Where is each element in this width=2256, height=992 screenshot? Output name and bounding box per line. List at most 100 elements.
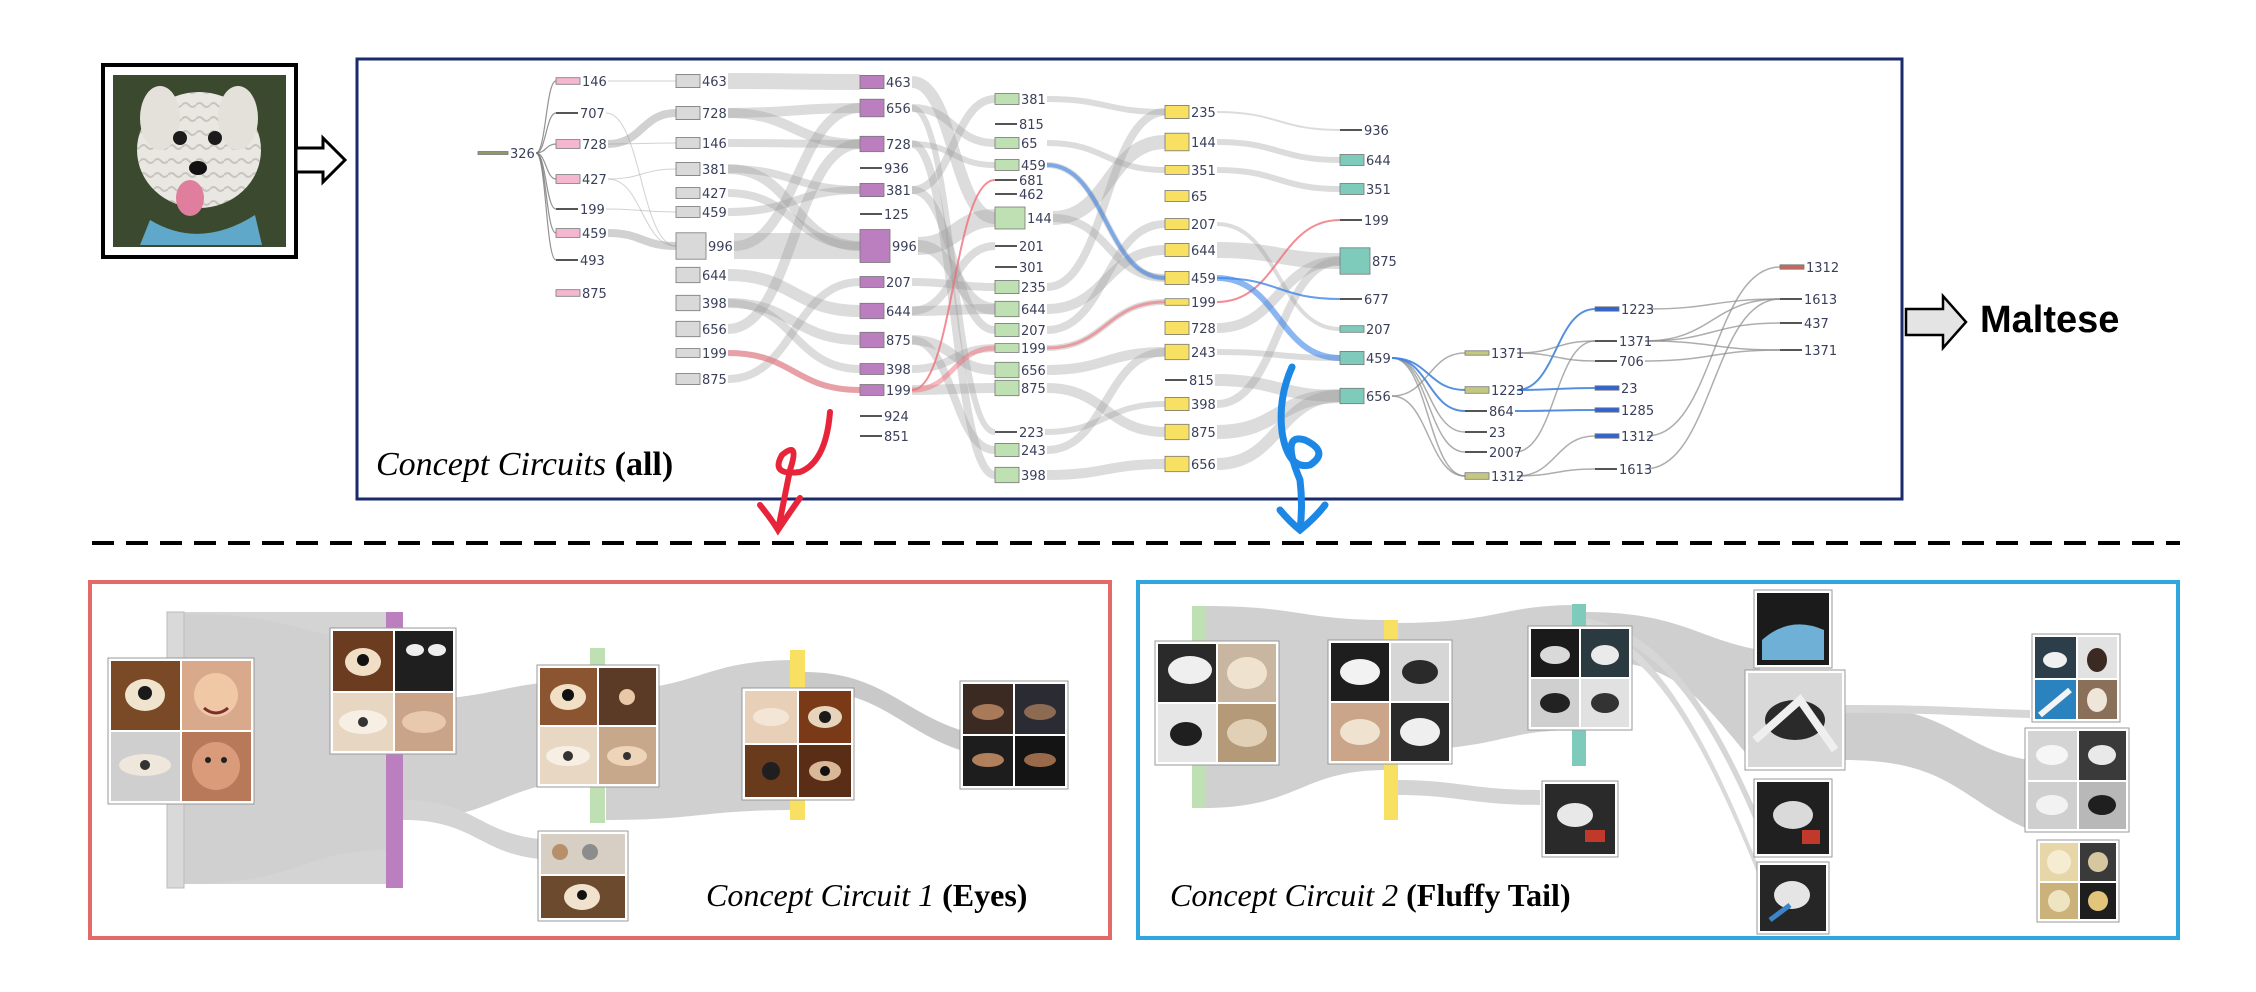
flow-link: [1216, 219, 1341, 303]
flow-link: [911, 105, 996, 435]
concept-node: [555, 289, 581, 297]
concept-node-label: 199: [1191, 296, 1216, 311]
concept-node-label: 936: [1364, 124, 1389, 139]
concept-node: [675, 137, 701, 149]
concept-node-label: 199: [1364, 214, 1389, 229]
concept-node: [994, 361, 1020, 379]
flow-links: [535, 73, 1781, 480]
concept-node: [1164, 423, 1190, 441]
flow-link: [1516, 435, 1596, 477]
concept-node: [859, 98, 885, 118]
concept-node-label: 875: [1372, 255, 1397, 270]
concept-node: [1595, 360, 1617, 362]
concept-node: [1340, 219, 1362, 221]
concept-node: [1339, 154, 1365, 166]
concept-node-label: 23: [1621, 382, 1638, 397]
concept-node: [860, 167, 882, 169]
concept-nodes: 3261467077284271994594938754637281463814…: [477, 74, 1839, 485]
concept-node-label: 864: [1489, 405, 1514, 420]
concept-node: [859, 384, 885, 396]
flow-link: [1046, 220, 1166, 334]
concept-node: [675, 187, 701, 199]
concept-circuit-1-panel: Concept Circuit 1 (Eyes): [88, 580, 1112, 940]
flow-link: [911, 242, 996, 315]
concept-node-label: 462: [1019, 188, 1044, 203]
concept-node: [1164, 105, 1190, 120]
flow-link: [911, 95, 996, 194]
flow-link: [535, 143, 557, 154]
flow-link: [727, 269, 861, 317]
concept-node: [859, 363, 885, 375]
input-arrow-icon: [294, 134, 348, 186]
concept-node: [556, 208, 578, 210]
concept-node-label: 728: [886, 138, 911, 153]
concept-node: [556, 112, 578, 114]
concept-node: [1164, 270, 1190, 285]
concept-node: [675, 294, 701, 312]
flow-link: [1052, 135, 1166, 225]
concept-node-label: 936: [884, 162, 909, 177]
concept-node-label: 728: [1191, 322, 1216, 337]
flow-link: [1216, 257, 1341, 408]
flow-link: [1216, 111, 1341, 131]
concept-node: [1464, 472, 1490, 480]
concept-node: [1339, 183, 1365, 195]
concept-node: [1595, 340, 1617, 342]
concept-node-label: 644: [1366, 154, 1391, 169]
concept-node-label: 875: [1191, 426, 1216, 441]
flow-link: [535, 112, 557, 154]
flow-link: [1646, 266, 1781, 437]
concept-node-label: 326: [510, 147, 535, 162]
flow-link: [727, 73, 861, 90]
red-callout-mark: [757, 409, 833, 536]
concept-node-label: 1371: [1619, 335, 1652, 350]
circuit-2-example-images: [1154, 589, 2130, 935]
concept-node-label: 996: [892, 240, 917, 255]
flow-link: [1046, 245, 1166, 314]
concept-node: [1780, 298, 1802, 300]
flow-link: [605, 112, 677, 247]
title-rest: (all): [606, 446, 673, 483]
concept-node-label: 875: [886, 334, 911, 349]
flow-link: [1216, 277, 1341, 300]
flow-link: [727, 189, 861, 250]
flow-link: [1216, 256, 1341, 333]
concept-node-label: 146: [582, 75, 607, 90]
concept-node-label: 1613: [1619, 463, 1652, 478]
concept-node-label: 459: [1191, 272, 1216, 287]
concept-node: [675, 373, 701, 385]
flow-link: [727, 278, 861, 383]
output-label: Maltese: [1980, 299, 2119, 341]
concept-node: [1780, 322, 1802, 324]
concept-node-label: 398: [702, 297, 727, 312]
concept-node: [995, 179, 1017, 181]
concept-node-label: 1312: [1491, 470, 1524, 485]
concept-node-label: 924: [884, 410, 909, 425]
flow-link: [1046, 140, 1166, 173]
concept-node: [994, 343, 1020, 353]
concept-node: [994, 300, 1020, 318]
flow-link: [1644, 322, 1781, 342]
concept-node-label: 706: [1619, 355, 1644, 370]
concept-node-label: 459: [582, 227, 607, 242]
input-image: [101, 63, 298, 259]
concept-node-label: 459: [702, 206, 727, 221]
concept-node: [994, 466, 1020, 484]
flow-link: [535, 152, 557, 261]
concept-node: [859, 302, 885, 320]
concept-node: [1164, 298, 1190, 306]
concept-node-label: 851: [884, 430, 909, 445]
concept-node-label: 644: [702, 269, 727, 284]
concept-node: [859, 182, 885, 197]
concept-node: [1339, 350, 1365, 365]
concept-node-label: 1613: [1804, 293, 1837, 308]
concept-node-label: 427: [702, 187, 727, 202]
concept-node: [1165, 379, 1187, 381]
concept-node: [859, 331, 885, 349]
flow-link: [1644, 298, 1781, 342]
concept-node: [675, 232, 707, 260]
concept-node: [994, 206, 1026, 230]
flow-link: [1216, 167, 1341, 192]
flow-link: [733, 103, 861, 251]
concept-node-label: 815: [1189, 374, 1214, 389]
